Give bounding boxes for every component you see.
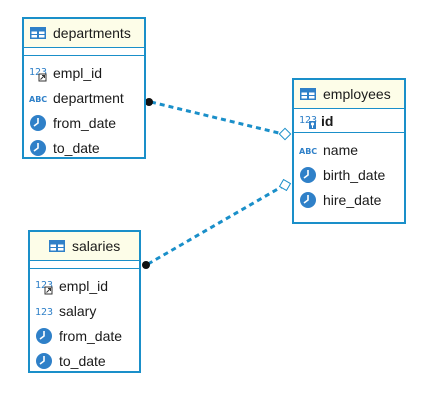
svg-text:ABC: ABC [299, 147, 317, 156]
column-row[interactable]: 123 salary [30, 298, 139, 323]
column-row[interactable]: birth_date [294, 162, 404, 187]
entity-salaries[interactable]: salaries 123 empl_id 123 salary from_dat… [28, 230, 141, 373]
pk-section [24, 48, 144, 56]
column-name: hire_date [323, 191, 382, 208]
entity-header[interactable]: departments [24, 19, 144, 48]
clock-icon [29, 114, 47, 132]
column-row[interactable]: 123 empl_id [24, 60, 144, 85]
column-name: birth_date [323, 166, 386, 183]
svg-text:123: 123 [299, 115, 317, 126]
table-icon [299, 85, 317, 103]
column-list: 123 empl_id ABC department from_date to_… [24, 56, 144, 160]
clock-icon [299, 191, 317, 209]
numeric-pk-icon: 123 [299, 112, 317, 130]
clock-icon [35, 352, 53, 370]
clock-icon [299, 166, 317, 184]
column-name: empl_id [53, 64, 103, 81]
pk-end-marker [278, 127, 292, 141]
column-name: empl_id [59, 277, 109, 294]
column-name: name [323, 141, 359, 158]
column-name: to_date [59, 352, 106, 369]
column-name: from_date [59, 327, 123, 344]
numeric-fk-icon: 123 [29, 64, 47, 82]
column-row[interactable]: ABC department [24, 85, 144, 110]
pk-end-marker [278, 178, 292, 192]
entity-header[interactable]: employees [294, 80, 404, 109]
svg-text:ABC: ABC [29, 95, 47, 104]
table-icon [48, 237, 66, 255]
pk-column-name: id [321, 112, 334, 129]
entity-title: departments [53, 25, 131, 41]
pk-row[interactable]: 123 id [294, 109, 404, 133]
column-row[interactable]: 123 empl_id [30, 273, 139, 298]
clock-icon [29, 139, 47, 157]
pk-section [30, 261, 139, 269]
entity-employees[interactable]: employees 123 id ABC name birth_date hir… [292, 78, 406, 224]
column-row[interactable]: from_date [24, 110, 144, 135]
column-row[interactable]: to_date [24, 135, 144, 160]
rel-departments-employees[interactable] [145, 98, 292, 141]
text-abc-icon: ABC [29, 89, 47, 107]
column-name: department [53, 89, 124, 106]
column-name: salary [59, 302, 97, 319]
numeric-icon: 123 [35, 302, 53, 320]
entity-departments[interactable]: departments 123 empl_id ABC department f… [22, 17, 146, 159]
clock-icon [35, 327, 53, 345]
column-list: 123 empl_id 123 salary from_date to_date [30, 269, 139, 373]
column-row[interactable]: hire_date [294, 187, 404, 212]
fk-end-marker [145, 98, 153, 106]
entity-title: employees [323, 86, 391, 102]
column-name: to_date [53, 139, 100, 156]
svg-text:123: 123 [29, 67, 47, 78]
svg-text:123: 123 [35, 307, 53, 318]
entity-header[interactable]: salaries [30, 232, 139, 261]
column-row[interactable]: ABC name [294, 137, 404, 162]
fk-end-marker [142, 261, 150, 269]
entity-title: salaries [72, 238, 121, 254]
table-icon [29, 24, 47, 42]
column-name: from_date [53, 114, 117, 131]
column-row[interactable]: from_date [30, 323, 139, 348]
numeric-fk-icon: 123 [35, 277, 53, 295]
column-row[interactable]: to_date [30, 348, 139, 373]
svg-text:123: 123 [35, 280, 53, 291]
text-abc-icon: ABC [299, 141, 317, 159]
column-list: ABC name birth_date hire_date [294, 133, 404, 212]
rel-salaries-employees[interactable] [142, 178, 292, 269]
